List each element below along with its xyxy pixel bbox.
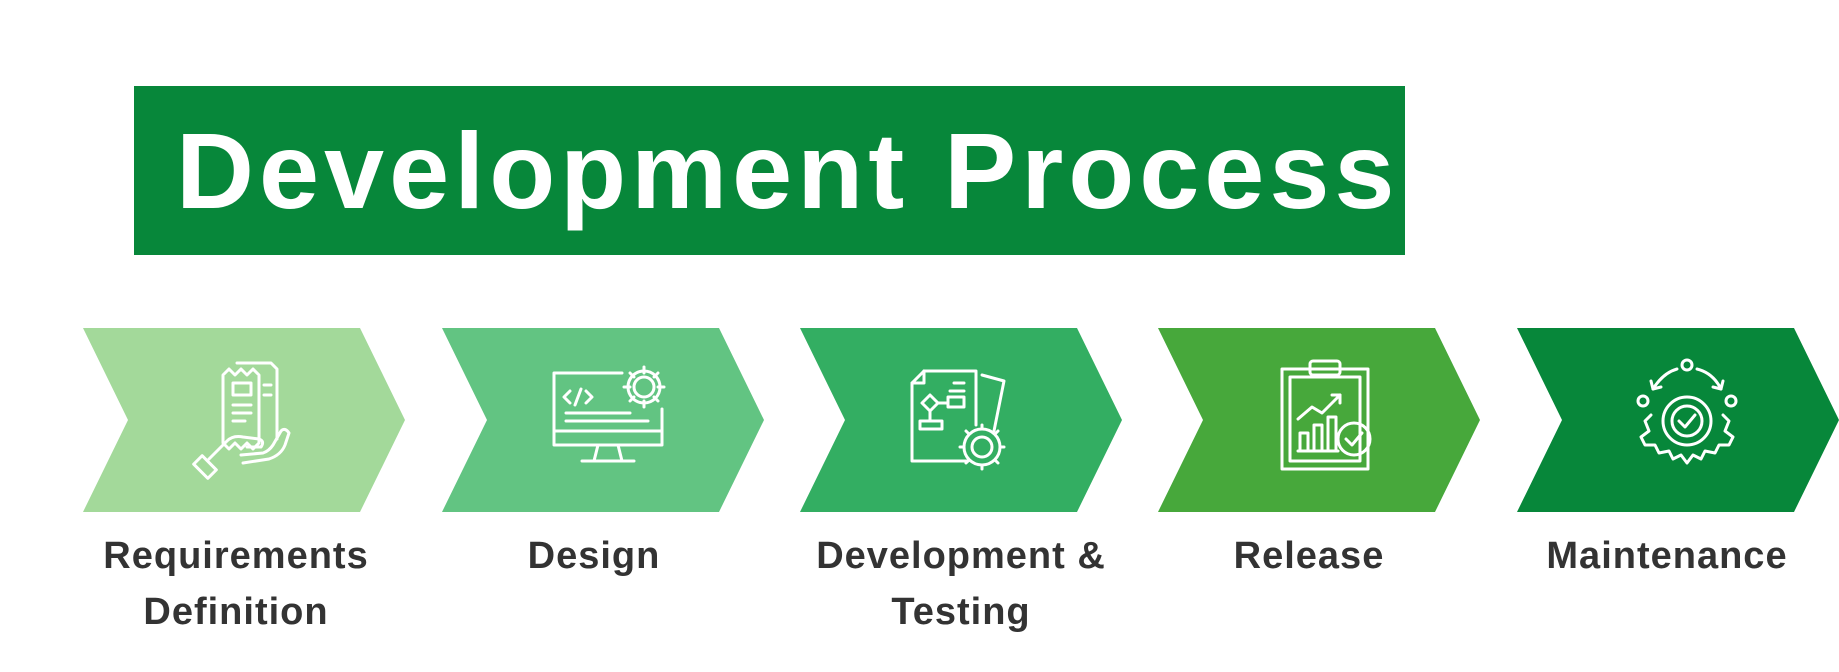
chevron-shape: [800, 328, 1122, 512]
step-requirements: [83, 328, 405, 512]
step-label-development-testing: Development & Testing: [816, 535, 1106, 633]
step-label-design: Design: [527, 535, 661, 577]
step-release: [1158, 328, 1480, 512]
title-banner: Development Process: [134, 86, 1405, 255]
monitor-code-gear-icon: [548, 355, 676, 483]
chevron-shape: [1158, 328, 1480, 512]
step-label-release: Release: [1233, 535, 1385, 577]
step-design: [442, 328, 764, 512]
step-maintenance: [1517, 328, 1839, 512]
page-title: Development Process: [176, 109, 1400, 231]
step-development-testing: [800, 328, 1122, 512]
clipboard-chart-check-icon: [1264, 355, 1392, 483]
step-label-requirements: Requirements Definition: [103, 535, 369, 633]
step-label-maintenance: Maintenance: [1546, 535, 1788, 577]
document-in-hand-icon: [189, 355, 317, 483]
flowchart-document-gear-icon: [906, 355, 1034, 483]
gear-cycle-check-icon: [1623, 355, 1751, 483]
